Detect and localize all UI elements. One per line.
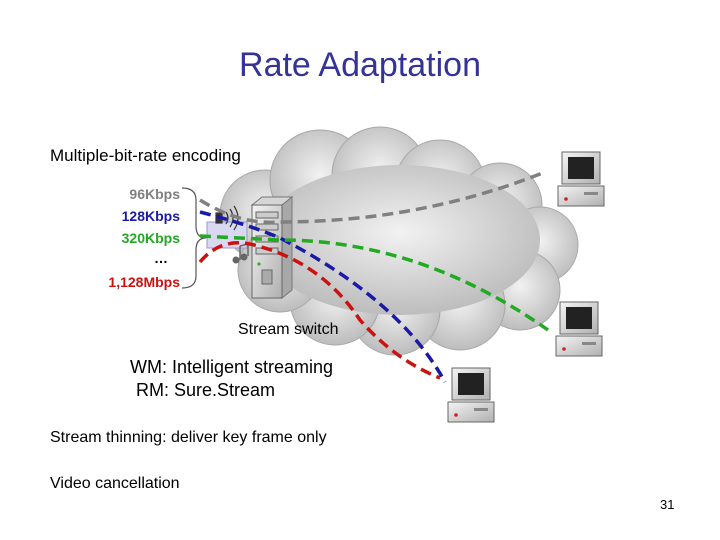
bitrate-label: 1,128Mbps	[108, 274, 180, 290]
encoder-box	[206, 221, 248, 249]
encoding-label: Multiple-bit-rate encoding	[50, 146, 241, 165]
stream-blue-path	[199, 210, 447, 383]
desktop-computer-icon	[447, 367, 495, 423]
rm-note: RM: Sure.Stream	[136, 380, 276, 400]
desktop-computer-icon	[555, 301, 603, 357]
stream-red-path	[198, 241, 441, 380]
desktop-computer-icon	[557, 151, 605, 207]
wm-note: WM: Intelligent streaming	[130, 357, 334, 377]
stream-switch-label: Stream switch	[238, 321, 339, 338]
bitrate-label: 320Kbps	[121, 230, 180, 246]
stream-gray-path	[199, 170, 546, 225]
bitrate-ellipsis: …	[154, 250, 168, 266]
page-number: 31	[660, 497, 675, 512]
bitrate-label: 128Kbps	[121, 208, 180, 224]
slide-title: Rate Adaptation	[239, 46, 481, 84]
music-note-icon	[232, 243, 249, 264]
server-icon	[250, 195, 294, 300]
stream-green-path	[199, 234, 550, 332]
thinning-note: Stream thinning: deliver key frame only	[50, 429, 327, 446]
bitrate-label: 96Kbps	[129, 186, 180, 202]
cancellation-note: Video cancellation	[50, 475, 180, 492]
